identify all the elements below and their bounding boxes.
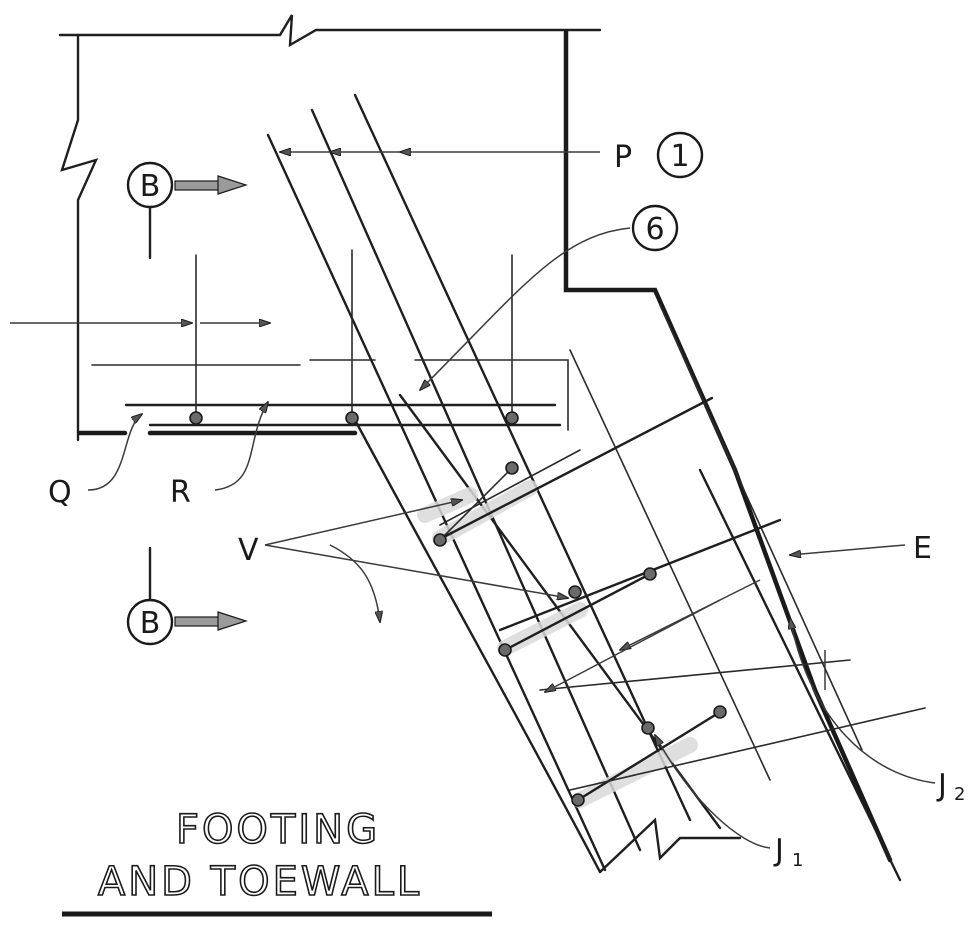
toewall-left-face bbox=[353, 418, 602, 874]
leader-j1 bbox=[655, 735, 771, 849]
leader-q bbox=[87, 414, 142, 491]
diagonal-bars bbox=[266, 93, 902, 882]
tag-circle bbox=[656, 131, 704, 179]
tag-1: 1 bbox=[656, 131, 704, 179]
leader-v bbox=[329, 544, 380, 622]
bar-dot bbox=[189, 411, 203, 425]
transverse-bar bbox=[439, 467, 513, 541]
label-j1: J 1 bbox=[773, 833, 803, 871]
leaders bbox=[10, 152, 936, 849]
leader-r bbox=[214, 402, 268, 491]
leader-6 bbox=[420, 227, 631, 390]
bar-dot bbox=[568, 585, 582, 599]
top-break-line bbox=[58, 14, 602, 48]
concrete-outline bbox=[58, 14, 893, 874]
bar-dot bbox=[345, 411, 359, 425]
transverse-bars bbox=[417, 396, 926, 808]
transverse-bar bbox=[569, 707, 926, 791]
bar-dot bbox=[713, 705, 727, 719]
tag-1-label: 1 bbox=[670, 139, 689, 174]
label-j1-main: J bbox=[773, 833, 784, 868]
section-arrow-head bbox=[217, 175, 248, 195]
transverse-bar bbox=[503, 572, 652, 652]
diagonal-bar bbox=[698, 468, 902, 882]
transverse-bar bbox=[439, 449, 581, 526]
tag-6: 6 bbox=[631, 204, 679, 252]
label-r: R bbox=[170, 475, 191, 510]
transverse-bar bbox=[539, 659, 851, 691]
right-stem-face bbox=[563, 29, 893, 863]
leader-v bbox=[264, 500, 462, 546]
label-j2-sub: 2 bbox=[954, 784, 965, 805]
bar-dot bbox=[433, 533, 447, 547]
section-arrow-shaft bbox=[174, 180, 220, 191]
shade bbox=[432, 480, 538, 546]
shade bbox=[572, 737, 698, 808]
label-e: E bbox=[913, 531, 932, 566]
diagonal-bar bbox=[353, 93, 692, 822]
bar-dot bbox=[505, 461, 519, 475]
label-v: V bbox=[238, 533, 259, 568]
bar-dot bbox=[505, 411, 519, 425]
left-break-line bbox=[60, 33, 99, 442]
label-p: P bbox=[614, 140, 632, 175]
bar-dot bbox=[571, 793, 585, 807]
title-line-1: FOOTING bbox=[176, 807, 380, 853]
bar-dot bbox=[498, 643, 512, 657]
label-q: Q bbox=[48, 475, 72, 510]
label-j1-sub: 1 bbox=[792, 850, 803, 871]
drawing-title: FOOTING AND TOEWALL bbox=[62, 806, 492, 917]
section-arrow-shaft bbox=[174, 616, 220, 627]
bottom-break-line bbox=[598, 817, 742, 874]
transverse-bar bbox=[498, 518, 782, 632]
transverse-bar bbox=[436, 396, 714, 542]
bar-dot bbox=[641, 721, 655, 735]
transverse-bar bbox=[576, 710, 722, 802]
leader-e bbox=[790, 544, 906, 555]
label-j2-main: J bbox=[936, 768, 947, 803]
leader-e bbox=[545, 599, 721, 692]
section-arrow-head bbox=[217, 611, 248, 631]
tag-circle bbox=[631, 204, 679, 252]
section-marker-top: B bbox=[126, 161, 248, 260]
footing-bars bbox=[91, 249, 569, 431]
title-line-2: AND TOEWALL bbox=[98, 859, 422, 905]
label-j2: J 2 bbox=[936, 768, 965, 805]
leader-v bbox=[264, 544, 568, 598]
diagonal-bar bbox=[569, 349, 771, 781]
bar-dot bbox=[643, 567, 657, 581]
section-label-top: B bbox=[140, 169, 161, 204]
leader-j2 bbox=[790, 618, 936, 784]
section-marker-bottom: B bbox=[126, 546, 248, 646]
diagonal-bar bbox=[310, 108, 642, 852]
section-label-bottom: B bbox=[140, 606, 161, 641]
tag-6-label: 6 bbox=[645, 212, 664, 247]
footing-bar-top bbox=[414, 359, 569, 431]
